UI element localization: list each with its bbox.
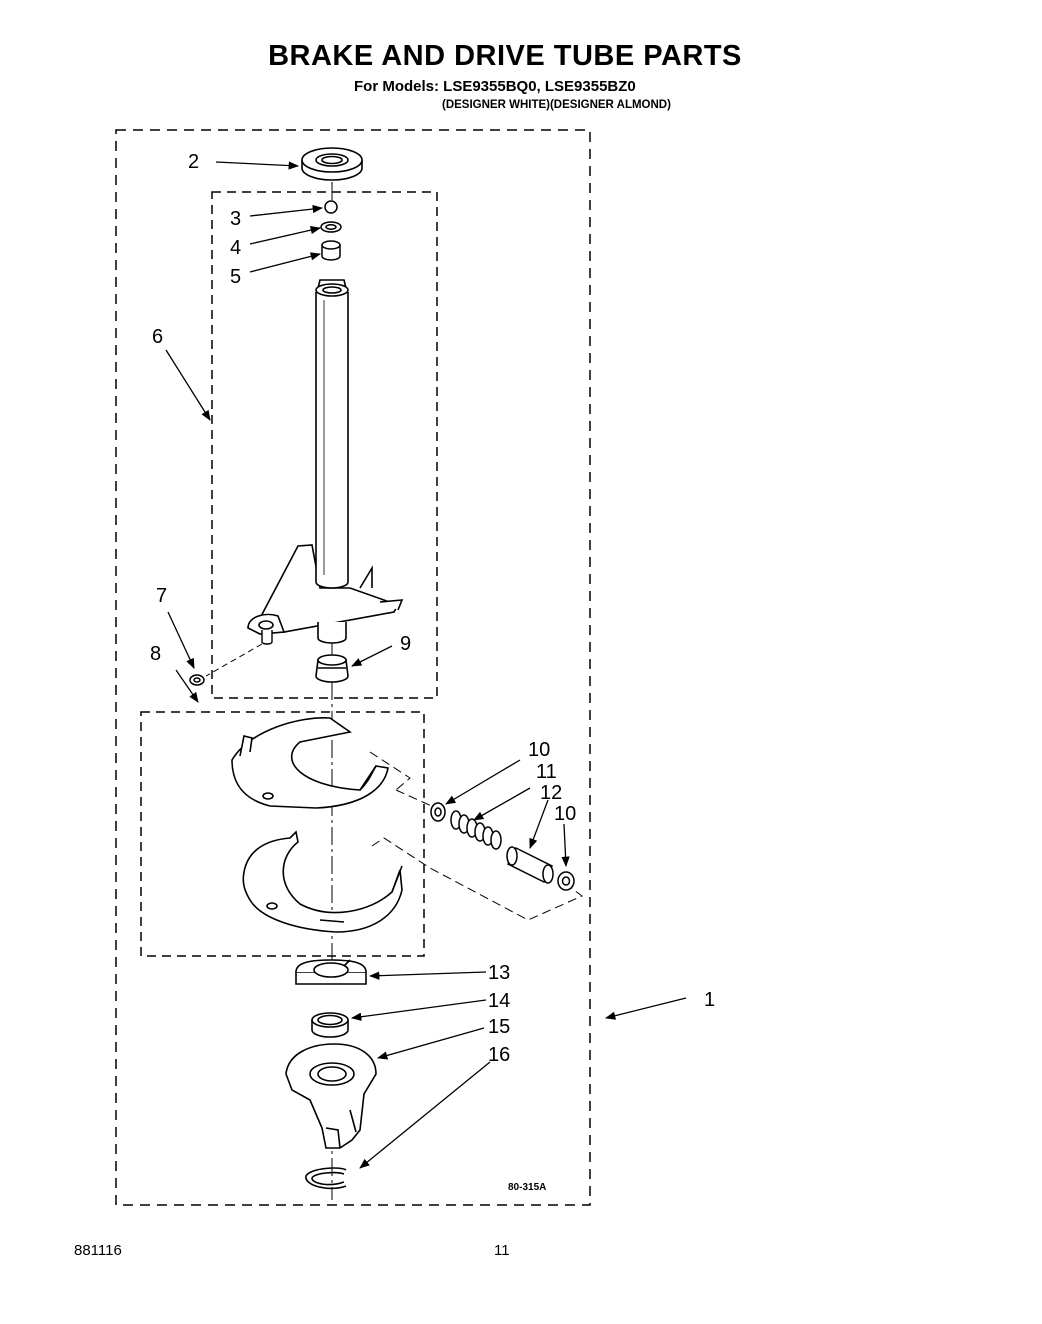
- callout-3: 3: [230, 208, 241, 230]
- callout-10: 10: [528, 739, 550, 761]
- brake-yoke-part: [285, 1043, 377, 1149]
- bearing-ball-part: [324, 200, 338, 214]
- cam-bushing-part: [311, 1012, 349, 1038]
- spring-assembly-leaders: [369, 751, 583, 921]
- seal-part: [301, 147, 363, 181]
- assembly-boundary: [115, 129, 591, 1206]
- drive-tube-part: [247, 279, 404, 644]
- drive-tube-subassembly-boundary: [211, 191, 438, 699]
- upper-brake-shoe: [231, 717, 389, 809]
- spring-washer-part: [430, 802, 446, 822]
- callout-5: 5: [230, 266, 241, 288]
- brake-subassembly-boundary: [140, 711, 425, 957]
- stud-part: [261, 630, 273, 645]
- callout-15: 15: [488, 1016, 510, 1038]
- callout-1: 1: [704, 989, 715, 1011]
- spring-washer-right-part: [557, 871, 575, 891]
- callout-4: 4: [230, 237, 241, 259]
- lower-brake-shoe: [242, 830, 403, 933]
- page-title: BRAKE AND DRIVE TUBE PARTS: [268, 40, 742, 72]
- footer-code: 881116: [74, 1242, 122, 1259]
- grommet-part: [315, 654, 349, 683]
- callout-10-right: 10: [554, 803, 576, 825]
- callout-6: 6: [152, 326, 163, 348]
- variants-line: (DESIGNER WHITE)(DESIGNER ALMOND): [442, 99, 671, 111]
- callout-12: 12: [540, 782, 562, 804]
- models-line: For Models: LSE9355BQ0, LSE9355BZ0: [354, 78, 636, 95]
- brake-cam-part: [295, 959, 367, 985]
- callout-13: 13: [488, 962, 510, 984]
- washer-part: [320, 221, 342, 233]
- callout-2: 2: [188, 151, 199, 173]
- leader-lines: [165, 161, 687, 1169]
- bushing-part: [321, 240, 341, 261]
- nut-part: [189, 674, 205, 686]
- page-number: 11: [494, 1242, 510, 1259]
- callout-16: 16: [488, 1044, 510, 1066]
- diagram-reference-code: 80-315A: [508, 1182, 546, 1193]
- callout-14: 14: [488, 990, 510, 1012]
- retaining-ring-part: [305, 1167, 347, 1190]
- callout-7: 7: [156, 585, 167, 607]
- brake-spring-part: [450, 810, 502, 850]
- callout-11: 11: [536, 761, 557, 783]
- spring-pin-part: [506, 846, 554, 884]
- callout-9: 9: [400, 633, 411, 655]
- callout-8: 8: [150, 643, 161, 665]
- stud-to-nut-line: [205, 643, 263, 677]
